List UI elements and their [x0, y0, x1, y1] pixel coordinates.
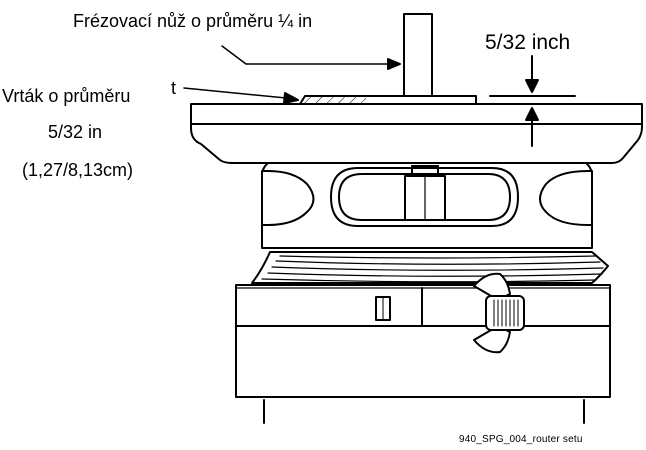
cutter-label: Frézovací nůž o průměru ¼ in: [73, 11, 313, 31]
drill-leader-arrowhead: [283, 92, 299, 104]
cutter-leader-arrowhead: [387, 58, 401, 70]
depth-arrow-down-head: [525, 79, 539, 93]
wing-nut-clamp: [473, 272, 525, 354]
body-left-cutout: [261, 170, 315, 226]
drill-bit-hatch: [300, 96, 366, 104]
thread-lines: [261, 255, 604, 283]
body-right-cutout: [539, 170, 593, 226]
table-base-bevel: [190, 123, 643, 164]
drill-leader-line: [183, 87, 287, 99]
router-bit-shank: [403, 13, 433, 97]
depth-arrow-up-head: [525, 107, 539, 121]
table-top: [190, 103, 643, 125]
depth-label: 5/32 inch: [485, 31, 571, 54]
drill-label-line-3: (1,27/8,13cm): [22, 160, 134, 180]
drill-label-line-1: Vrták o průměru: [2, 86, 131, 106]
figure-caption: 940_SPG_004_router setu: [459, 434, 583, 445]
drill-label-t-mark: t: [171, 78, 177, 98]
drill-label-line-2: 5/32 in: [48, 122, 103, 142]
cutter-leader-line: [221, 45, 391, 65]
